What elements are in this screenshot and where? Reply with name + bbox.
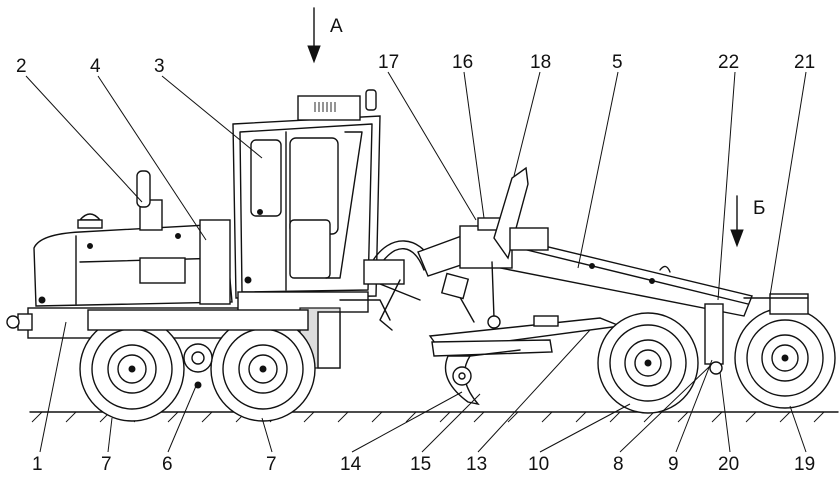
ground-hatch-mark [337,411,349,423]
view-arrow-b: Б [730,195,765,248]
beacon-light [77,213,103,229]
callout-16: 16 [452,52,473,73]
callout-7a: 7 [101,454,112,475]
ground-hatch-mark [405,411,417,423]
callout-7b: 7 [266,454,277,475]
callout-10: 10 [528,454,549,475]
callout-8: 8 [613,454,624,475]
callout-5: 5 [612,52,623,73]
callout-3: 3 [154,56,165,77]
tandem-balancer [87,309,309,389]
ground-hatch-mark [813,411,825,423]
ground-hatch-mark [303,411,315,423]
view-arrow-b-label: Б [753,198,765,219]
callout-4: 4 [90,56,101,77]
view-arrow-a-label: А [330,16,343,37]
callout-21: 21 [794,52,815,73]
rear-wheel-right [210,316,316,422]
rear-wheel-left [79,316,185,422]
callout-22: 22 [718,52,739,73]
ground-hatch-mark [643,411,655,423]
callout-6: 6 [162,454,173,475]
ground-hatch-mark [575,411,587,423]
moldboard-blade [431,339,553,406]
view-arrow-a: А [307,7,343,64]
ground-hatch-mark [371,411,383,423]
exhaust-pipe [136,170,163,231]
callout-19: 19 [794,454,815,475]
ground-hatch-mark [779,411,791,423]
callout-1: 1 [32,454,43,475]
front-axle [659,265,809,375]
ground-hatch-mark [609,411,621,423]
callout-18: 18 [530,52,551,73]
ground-hatch-mark [65,411,77,423]
ground-hatch-mark [711,411,723,423]
callout-9: 9 [668,454,679,475]
engine-hood [33,219,233,307]
ground-hatch-mark [541,411,553,423]
ground-hatch-mark [439,411,451,423]
callout-2: 2 [16,56,27,77]
callout-20: 20 [718,454,739,475]
ground-hatch-mark [507,411,519,423]
front-wheel-right [734,307,836,409]
callout-17: 17 [378,52,399,73]
cab [232,89,381,299]
ground-hatch-mark [677,411,689,423]
callout-15: 15 [410,454,431,475]
callout-labels: 2 4 3 17 16 18 5 22 21 1 7 6 7 14 15 13 … [16,52,815,475]
ground-hatch-mark [745,411,757,423]
hydraulic-hoses [363,240,433,331]
ground [29,411,839,423]
callout-14: 14 [340,454,362,475]
callout-13: 13 [466,454,487,475]
blade-lift-mechanism [440,166,549,329]
leader-lines [25,71,807,453]
ground-hatch-mark [31,411,43,423]
front-wheel-left [597,312,699,414]
ground-hatch-mark [167,411,179,423]
ground-hatch-mark [201,411,213,423]
ground-hatch-mark [473,411,485,423]
